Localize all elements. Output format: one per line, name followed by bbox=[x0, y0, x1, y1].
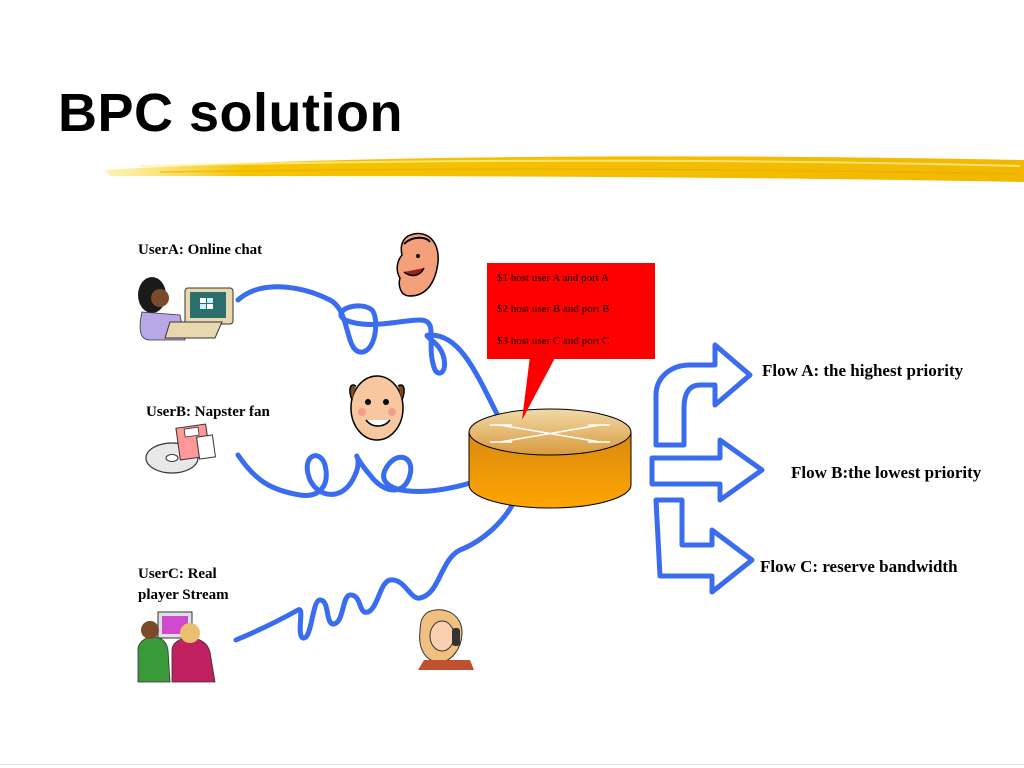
floppy-cd-clipart bbox=[145, 423, 217, 474]
flow-a-label: Flow A: the highest priority bbox=[762, 361, 964, 380]
title-underline-decoration bbox=[105, 156, 1024, 182]
flow-arrow-c bbox=[653, 497, 755, 595]
flow-line-c bbox=[233, 497, 518, 643]
user-a-label: UserA: Online chat bbox=[138, 242, 263, 258]
callout-line-3: $3 host user C and port C bbox=[497, 335, 610, 347]
flow-arrow-b bbox=[649, 437, 765, 503]
callout-line-1: $1 host user A and port A bbox=[497, 272, 609, 284]
couple-watching-tv-clipart bbox=[137, 611, 216, 683]
user-b-label: UserB: Napster fan bbox=[146, 404, 270, 420]
flow-c-label: Flow C: reserve bandwidth bbox=[760, 557, 958, 576]
user-c-label-line2: player Stream bbox=[138, 587, 229, 603]
policy-callout bbox=[487, 263, 655, 420]
flow-line-a bbox=[235, 284, 503, 423]
user-c-label-line1: UserC: Real bbox=[138, 566, 217, 582]
callout-line-2: $2 host user B and port B bbox=[497, 303, 610, 315]
router-icon bbox=[468, 408, 632, 509]
slide-title: BPC solution bbox=[58, 83, 403, 143]
flow-b-label: Flow B:the lowest priority bbox=[791, 463, 982, 482]
user-computer-clipart bbox=[138, 277, 234, 341]
bald-man-face-clipart bbox=[349, 375, 405, 441]
flow-arrow-a bbox=[653, 342, 753, 448]
footer-divider bbox=[0, 764, 1024, 765]
woman-on-phone-clipart bbox=[418, 609, 474, 670]
flow-line-b bbox=[235, 452, 483, 498]
laughing-face-clipart bbox=[396, 232, 439, 297]
